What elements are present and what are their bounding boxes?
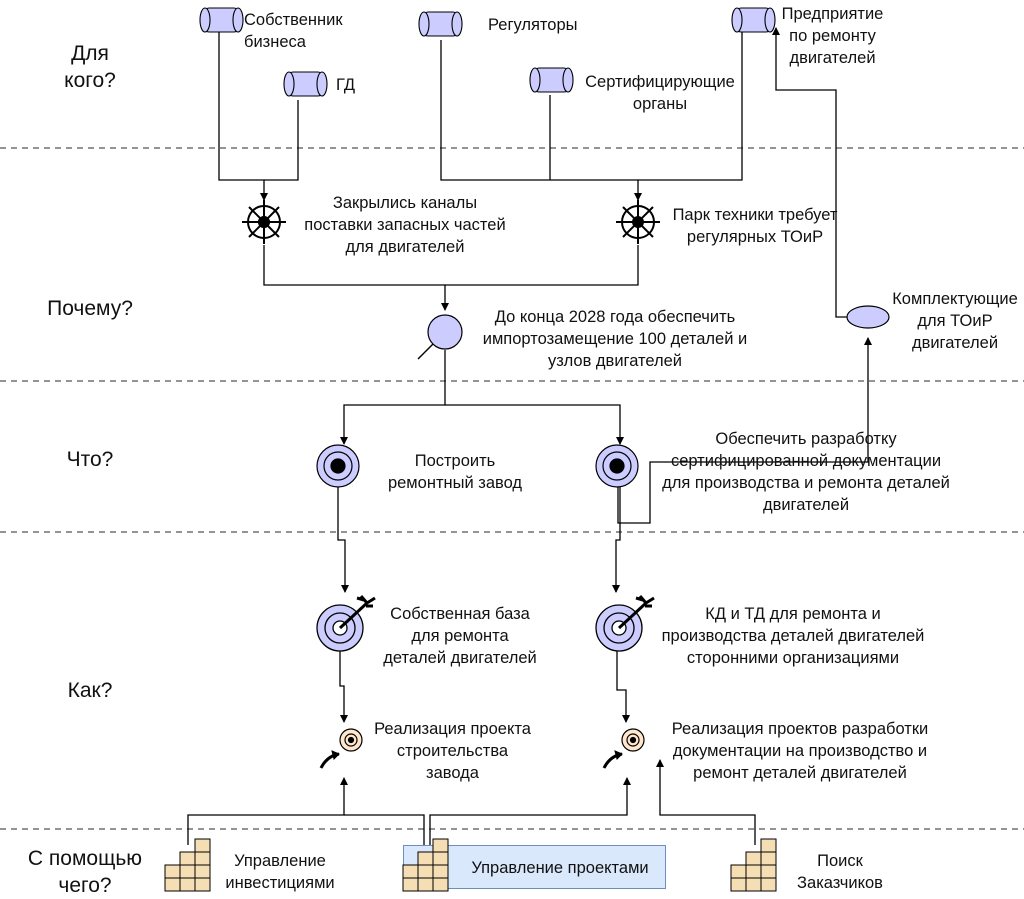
course-doc-projects-icon — [602, 728, 645, 769]
outcome-kd-td-label: КД и ТД для ремонта и производства детал… — [661, 605, 925, 667]
capability-customer-search-label: Поиск Заказчиков — [797, 852, 883, 892]
stakeholder-repair-company-icon — [731, 7, 776, 33]
capability-project-mgmt-label: Управление проектами — [471, 859, 649, 877]
goal-build-plant-icon — [316, 444, 360, 488]
driver-parts-supply-icon — [242, 200, 286, 244]
outcome-own-base-icon — [316, 595, 376, 652]
capability-customer-search-icon — [730, 838, 777, 892]
stakeholder-certifiers-icon — [529, 67, 574, 93]
assessment-goal-icon — [417, 314, 463, 360]
course-doc-projects-label: Реализация проектов разработки документа… — [671, 720, 929, 782]
capability-investment-label: Управление инвестициями — [225, 852, 335, 892]
capability-investment-icon — [164, 838, 211, 892]
row-label-with-what: С помощью чего? — [27, 847, 143, 897]
goal-documentation-icon — [595, 444, 639, 488]
assessment-components-label: Комплектующие для ТОиР двигателей — [892, 290, 1018, 352]
row-label-what: Что? — [66, 448, 114, 471]
stakeholder-regulators-label: Регуляторы — [488, 16, 578, 34]
outcome-kd-td-icon — [595, 595, 655, 652]
row-separators — [0, 147, 1024, 830]
goal-documentation-label: Обеспечить разработку сертифицированной … — [662, 430, 950, 514]
row-label-who: Для кого? — [64, 42, 116, 92]
goal-build-plant-label: Построить ремонтный завод — [387, 452, 523, 492]
stakeholder-owner-label: Собственник бизнеса — [244, 11, 343, 51]
capability-project-mgmt-staircase-icon — [402, 838, 449, 892]
driver-fleet-maintenance-label: Парк техники требует регулярных ТОиР — [672, 206, 838, 246]
connectors — [187, 27, 872, 845]
stakeholder-certifiers-label: Сертифицирующие органы — [585, 73, 735, 113]
stakeholder-owner-icon — [199, 7, 244, 33]
course-plant-project-label: Реализация проекта строительства завода — [374, 720, 531, 782]
stakeholder-gd-label: ГД — [336, 76, 356, 94]
stakeholder-repair-company-label: Предприятие по ремонту двигателей — [781, 5, 884, 67]
row-label-why: Почему? — [47, 297, 133, 320]
outcome-own-base-label: Собственная база для ремонта деталей дви… — [383, 605, 537, 667]
assessment-components-icon — [846, 305, 890, 329]
row-label-how: Как? — [67, 679, 113, 702]
assessment-goal-label: До конца 2028 года обеспечить импортозам… — [482, 308, 748, 370]
stakeholder-gd-icon — [283, 71, 328, 97]
driver-fleet-maintenance-icon — [616, 200, 660, 244]
course-plant-project-icon — [319, 728, 363, 769]
driver-parts-supply-label: Закрылись каналы поставки запасных часте… — [304, 194, 506, 256]
stakeholder-regulators-icon — [418, 11, 463, 37]
